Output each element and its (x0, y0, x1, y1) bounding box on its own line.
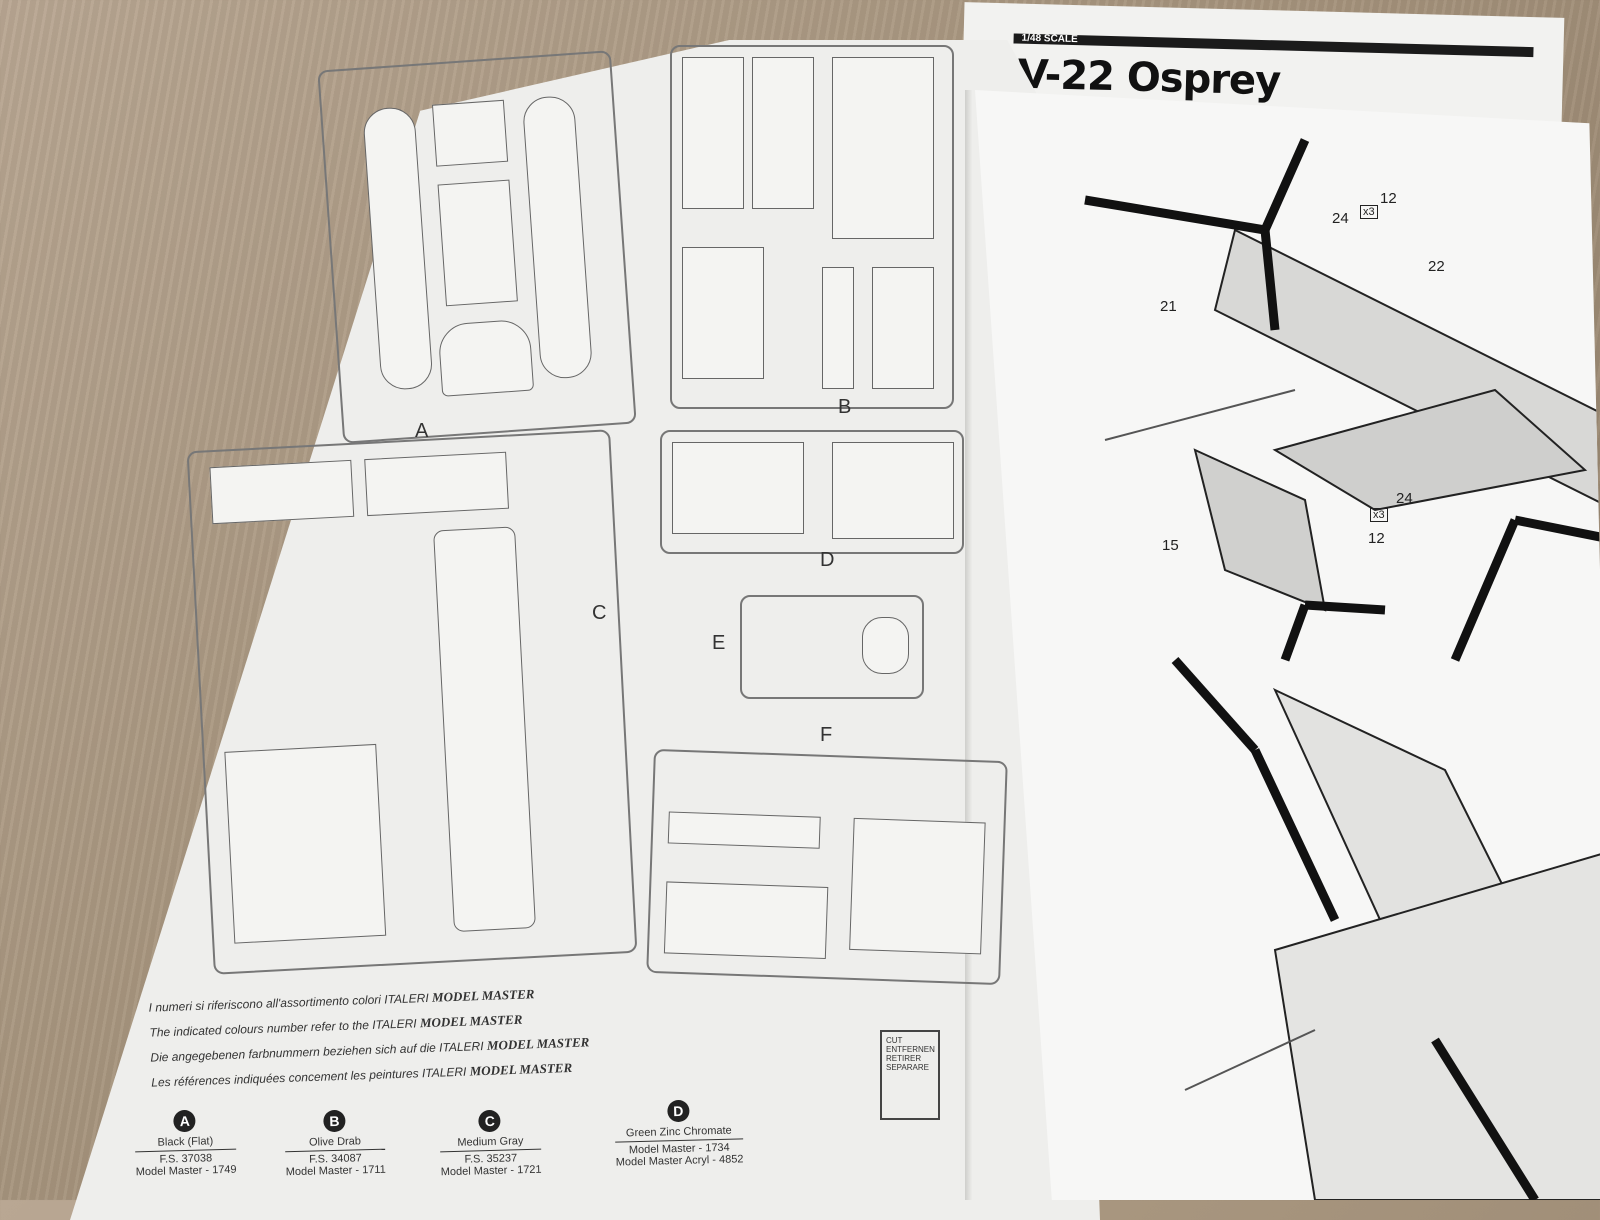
dome-part (862, 617, 909, 674)
floor-panel (682, 57, 744, 209)
sprue-c-letter: C (592, 602, 607, 624)
rotor-blades (224, 743, 387, 944)
sprue-b (670, 45, 954, 409)
strip-parts (832, 442, 954, 539)
small-parts (663, 881, 829, 960)
cockpit-part (431, 99, 509, 167)
wheel-row (822, 267, 854, 389)
nose-parts (437, 318, 535, 397)
sprue-f-letter: F (820, 724, 833, 746)
callout-24: 24 (1396, 490, 1413, 507)
callout-21: 21 (1160, 298, 1177, 315)
callout-x3: x3 (1360, 205, 1378, 219)
seat-rows (672, 442, 804, 534)
paint-reference-notes: I numeri si riferiscono all'assortimento… (148, 984, 590, 1099)
wing-flap (364, 451, 510, 517)
sprue-f (646, 748, 1008, 986)
sprue-c (186, 429, 638, 975)
callout-15: 15 (1162, 537, 1179, 554)
sprue-b-letter: B (838, 396, 852, 418)
callout-12: 12 (1380, 190, 1397, 207)
floor-panel (752, 57, 814, 209)
callout-x3: x3 (1370, 508, 1388, 522)
sprue-a (317, 50, 637, 444)
fuselage-half (362, 106, 434, 391)
sprue-a-letter: A (415, 420, 429, 442)
sprue-d-letter: D (820, 549, 835, 571)
bay-door (682, 247, 764, 379)
aircraft-assembly-drawing (1084, 138, 1600, 1200)
sprue-e (740, 595, 924, 699)
interior-parts (437, 179, 518, 307)
callout-22: 22 (1428, 258, 1445, 275)
wing (433, 526, 536, 933)
booklet-spine (965, 90, 973, 1200)
sprue-d (660, 430, 964, 554)
paint-legend-d: D Green Zinc Chromate Model Master - 173… (614, 1098, 744, 1169)
instruction-booklet-right-page (975, 90, 1600, 1200)
panel (872, 267, 934, 389)
fuselage-half (521, 94, 594, 380)
small-parts (849, 817, 986, 955)
ramp-parts (832, 57, 934, 239)
wing-flap (209, 459, 355, 525)
callout-12: 12 (1368, 530, 1385, 547)
sprue-e-letter: E (712, 632, 726, 654)
note-line: Les références indiquées concement les p… (151, 1059, 573, 1090)
antenna-parts (667, 811, 821, 849)
scale-label: 1/48 SCALE (1021, 32, 1078, 46)
callout-24: 24 (1332, 210, 1349, 227)
